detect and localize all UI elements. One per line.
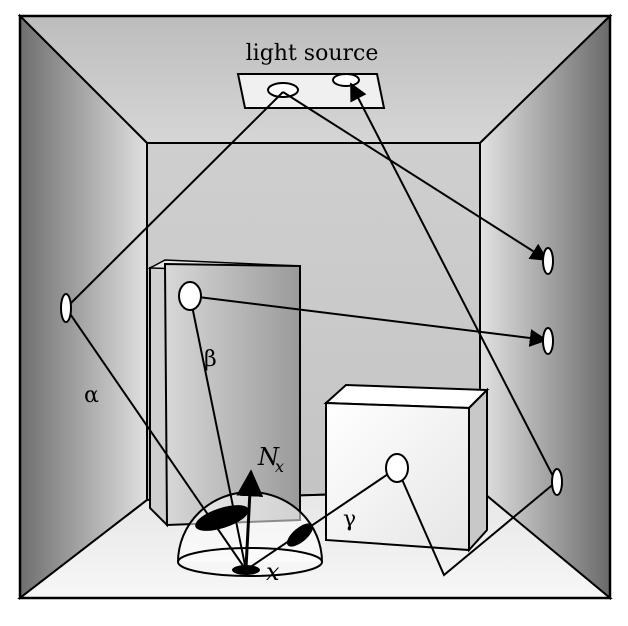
normal-label: N	[257, 443, 280, 471]
frame	[18, 14, 612, 600]
solid-angle-patch-beta	[195, 505, 249, 531]
hit-point-short-box	[385, 453, 409, 483]
normal-vector	[236, 469, 264, 569]
gamma-label: γ	[343, 507, 356, 532]
point-x-label: x	[266, 558, 280, 586]
light-source-panel	[236, 73, 386, 109]
ray-gamma-path	[245, 466, 557, 577]
beta-label: β	[204, 347, 217, 372]
hit-point-tall-box	[178, 281, 202, 311]
ray-beta-to-right-wall	[189, 295, 548, 347]
hit-point-right-wall-upper	[542, 247, 554, 275]
ray-to-light-source	[350, 82, 557, 483]
hit-point-right-wall-middle	[542, 327, 554, 355]
hemisphere	[177, 491, 323, 577]
normal-subscript-label: x	[275, 457, 284, 476]
alpha-label: α	[84, 383, 99, 408]
hit-points	[60, 247, 563, 496]
hit-point-right-wall-lower	[551, 468, 563, 496]
light-source-label: light source	[246, 41, 379, 66]
short-box	[323, 383, 490, 553]
ray-beta-path	[189, 295, 247, 571]
ray-light-to-right-wall	[282, 91, 549, 261]
light-source-spot-left	[267, 82, 299, 98]
hit-point-left-wall	[60, 293, 72, 323]
light-source-spot-right	[332, 73, 360, 87]
